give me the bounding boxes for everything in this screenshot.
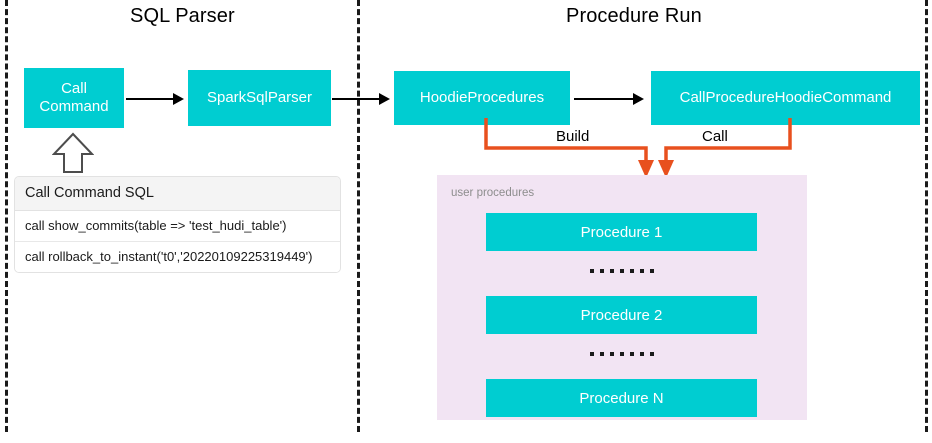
sql-card-row: call show_commits(table => 'test_hudi_ta… bbox=[15, 211, 340, 241]
node-call-command[interactable]: Call Command bbox=[24, 68, 124, 128]
sql-card-header: Call Command SQL bbox=[15, 177, 340, 211]
node-call-procedure-hoodie-command[interactable]: CallProcedureHoodieCommand bbox=[651, 71, 920, 125]
swimlane-divider-middle bbox=[357, 0, 360, 432]
section-title-procedure-run: Procedure Run bbox=[566, 5, 702, 27]
node-spark-sql-parser[interactable]: SparkSqlParser bbox=[188, 70, 331, 126]
procedure-ellipsis bbox=[486, 265, 757, 277]
edge-label-call: Call bbox=[697, 128, 733, 145]
edge-label-build: Build bbox=[551, 128, 595, 145]
procedure-box[interactable]: Procedure 1 bbox=[486, 213, 757, 251]
procedure-box[interactable]: Procedure N bbox=[486, 379, 757, 417]
user-procedures-panel: user procedures Procedure 1 Procedure 2 … bbox=[437, 175, 807, 420]
arrow-head-icon bbox=[173, 93, 184, 105]
sql-card-row: call rollback_to_instant('t0','202201092… bbox=[15, 241, 340, 272]
hollow-up-arrow-icon bbox=[52, 132, 94, 173]
orange-connectors bbox=[484, 118, 792, 178]
arrow-head-icon bbox=[633, 93, 644, 105]
swimlane-divider-left bbox=[5, 0, 8, 432]
procedure-box[interactable]: Procedure 2 bbox=[486, 296, 757, 334]
node-call-command-line2: Command bbox=[39, 98, 109, 115]
section-title-sql-parser: SQL Parser bbox=[130, 5, 235, 27]
node-call-command-line1: Call bbox=[61, 80, 87, 97]
arrow-hoodie-procedures-to-call-procedure-command bbox=[574, 98, 636, 100]
arrow-spark-parser-to-hoodie-procedures bbox=[332, 98, 382, 100]
procedure-ellipsis bbox=[486, 348, 757, 360]
node-hoodie-procedures[interactable]: HoodieProcedures bbox=[394, 71, 570, 125]
arrow-call-command-to-spark-parser bbox=[126, 98, 176, 100]
user-procedures-label: user procedures bbox=[451, 187, 535, 199]
arrow-head-icon bbox=[379, 93, 390, 105]
call-command-sql-card: Call Command SQL call show_commits(table… bbox=[14, 176, 341, 273]
swimlane-divider-right bbox=[925, 0, 928, 432]
